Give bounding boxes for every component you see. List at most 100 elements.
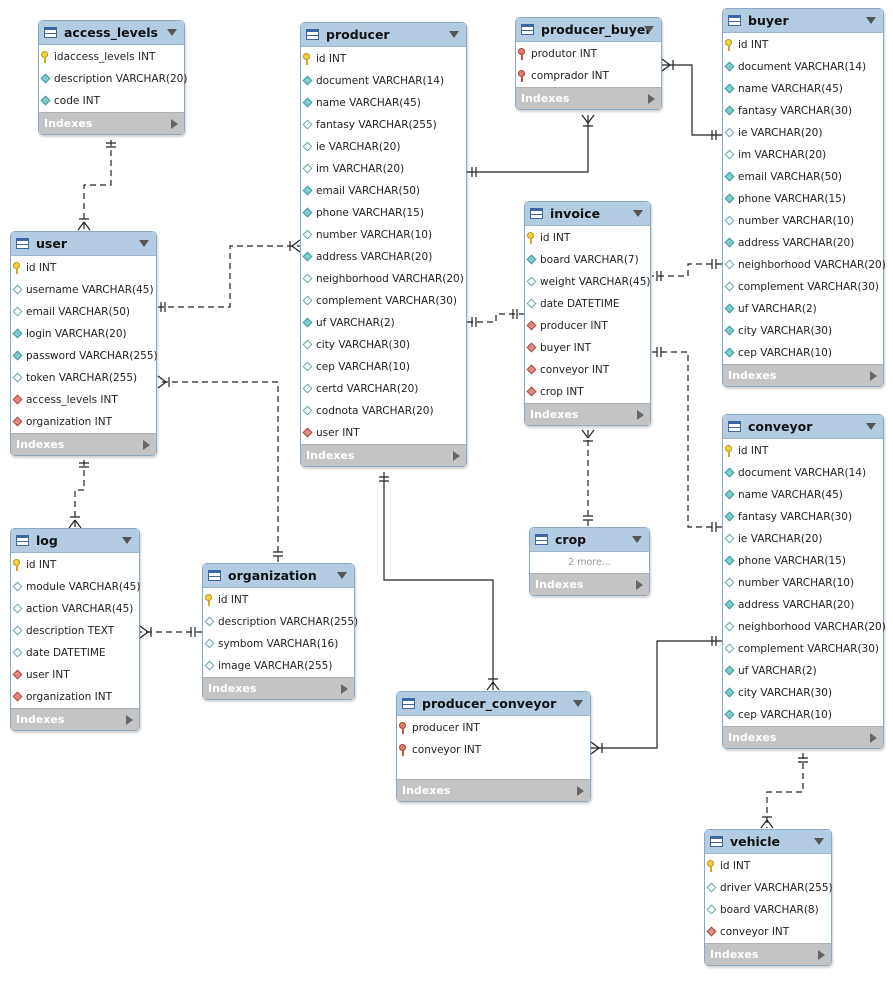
expand-arrow-icon[interactable] xyxy=(341,684,348,694)
column-row[interactable]: name VARCHAR(45) xyxy=(723,78,883,100)
column-row[interactable]: fantasy VARCHAR(30) xyxy=(723,506,883,528)
expand-arrow-icon[interactable] xyxy=(637,410,644,420)
column-row[interactable]: number VARCHAR(10) xyxy=(723,210,883,232)
column-row[interactable]: user INT xyxy=(301,422,466,444)
column-row[interactable]: token VARCHAR(255) xyxy=(11,367,156,389)
column-row[interactable]: uf VARCHAR(2) xyxy=(723,660,883,682)
column-row[interactable]: city VARCHAR(30) xyxy=(301,334,466,356)
expand-arrow-icon[interactable] xyxy=(143,440,150,450)
column-row[interactable]: description TEXT xyxy=(11,620,139,642)
column-row[interactable]: phone VARCHAR(15) xyxy=(723,188,883,210)
column-row[interactable]: conveyor INT xyxy=(525,359,650,381)
collapse-caret-icon[interactable] xyxy=(449,31,459,38)
expand-arrow-icon[interactable] xyxy=(453,451,460,461)
column-row[interactable]: complement VARCHAR(30) xyxy=(301,290,466,312)
column-row[interactable]: fantasy VARCHAR(30) xyxy=(723,100,883,122)
column-row[interactable]: conveyor INT xyxy=(705,921,831,943)
expand-arrow-icon[interactable] xyxy=(648,94,655,104)
column-row[interactable]: password VARCHAR(255) xyxy=(11,345,158,367)
indexes-section[interactable]: Indexes xyxy=(301,444,466,466)
indexes-section[interactable]: Indexes xyxy=(397,779,590,801)
column-row[interactable]: produtor INT xyxy=(516,43,661,65)
column-row[interactable]: symbom VARCHAR(16) xyxy=(203,633,354,655)
column-row[interactable]: board VARCHAR(8) xyxy=(705,899,831,921)
indexes-section[interactable]: Indexes xyxy=(203,677,354,699)
column-row[interactable]: crop INT xyxy=(525,381,650,403)
column-row[interactable]: email VARCHAR(50) xyxy=(723,166,883,188)
column-row[interactable]: certd VARCHAR(20) xyxy=(301,378,466,400)
column-row[interactable]: city VARCHAR(30) xyxy=(723,320,883,342)
table-crop[interactable]: crop 2 more... Indexes xyxy=(529,527,650,596)
table-header[interactable]: crop xyxy=(530,528,649,552)
column-row[interactable]: phone VARCHAR(15) xyxy=(301,202,466,224)
column-row[interactable]: ie VARCHAR(20) xyxy=(723,122,883,144)
column-row[interactable]: number VARCHAR(10) xyxy=(301,224,466,246)
column-row[interactable]: phone VARCHAR(15) xyxy=(723,550,883,572)
collapse-caret-icon[interactable] xyxy=(122,537,132,544)
column-row[interactable]: im VARCHAR(20) xyxy=(723,144,883,166)
table-header[interactable]: vehicle xyxy=(705,830,831,854)
column-row[interactable]: neighborhood VARCHAR(20) xyxy=(723,254,886,276)
table-header[interactable]: producer_buyer xyxy=(516,18,661,42)
column-row[interactable]: action VARCHAR(45) xyxy=(11,598,139,620)
column-row[interactable]: comprador INT xyxy=(516,65,661,87)
table-header[interactable]: buyer xyxy=(723,9,883,33)
table-header[interactable]: producer_conveyor xyxy=(397,692,590,716)
column-row[interactable]: document VARCHAR(14) xyxy=(723,56,883,78)
column-row[interactable]: description VARCHAR(20) xyxy=(39,68,187,90)
indexes-section[interactable]: Indexes xyxy=(723,726,883,748)
column-row[interactable]: date DATETIME xyxy=(11,642,139,664)
column-row[interactable]: producer INT xyxy=(397,717,590,739)
column-row[interactable]: address VARCHAR(20) xyxy=(723,232,883,254)
column-row[interactable]: id INT xyxy=(11,554,139,576)
table-header[interactable]: access_levels xyxy=(39,21,184,45)
table-header[interactable]: producer xyxy=(301,23,466,47)
column-row[interactable]: document VARCHAR(14) xyxy=(301,70,466,92)
table-header[interactable]: invoice xyxy=(525,202,650,226)
column-row[interactable]: id INT xyxy=(705,855,831,877)
column-row[interactable]: neighborhood VARCHAR(20) xyxy=(301,268,466,290)
column-row[interactable]: code INT xyxy=(39,90,184,112)
column-row[interactable]: email VARCHAR(50) xyxy=(301,180,466,202)
column-row[interactable]: weight VARCHAR(45) xyxy=(525,271,650,293)
column-row[interactable]: city VARCHAR(30) xyxy=(723,682,883,704)
column-row[interactable]: complement VARCHAR(30) xyxy=(723,638,883,660)
indexes-section[interactable]: Indexes xyxy=(525,403,650,425)
indexes-section[interactable]: Indexes xyxy=(530,573,649,595)
column-row[interactable]: id INT xyxy=(723,440,883,462)
collapse-caret-icon[interactable] xyxy=(866,423,876,430)
indexes-section[interactable]: Indexes xyxy=(39,112,184,134)
column-row[interactable]: organization INT xyxy=(11,411,156,433)
column-row[interactable]: organization INT xyxy=(11,686,139,708)
expand-arrow-icon[interactable] xyxy=(818,950,825,960)
column-row[interactable]: id INT xyxy=(11,257,156,279)
column-row[interactable]: cep VARCHAR(10) xyxy=(301,356,466,378)
column-row[interactable]: name VARCHAR(45) xyxy=(301,92,466,114)
column-row[interactable]: address VARCHAR(20) xyxy=(723,594,883,616)
collapse-caret-icon[interactable] xyxy=(573,700,583,707)
collapse-caret-icon[interactable] xyxy=(139,240,149,247)
expand-arrow-icon[interactable] xyxy=(870,371,877,381)
column-row[interactable]: id INT xyxy=(203,589,354,611)
column-row[interactable]: id INT xyxy=(723,34,883,56)
column-row[interactable]: producer INT xyxy=(525,315,650,337)
column-row[interactable]: id INT xyxy=(301,48,466,70)
column-row[interactable]: idaccess_levels INT xyxy=(39,46,184,68)
column-row[interactable]: buyer INT xyxy=(525,337,650,359)
column-row[interactable]: board VARCHAR(7) xyxy=(525,249,650,271)
indexes-section[interactable]: Indexes xyxy=(11,433,156,455)
indexes-section[interactable]: Indexes xyxy=(516,87,661,109)
table-header[interactable]: organization xyxy=(203,564,354,588)
collapse-caret-icon[interactable] xyxy=(866,17,876,24)
collapse-caret-icon[interactable] xyxy=(632,536,642,543)
indexes-section[interactable]: Indexes xyxy=(11,708,139,730)
column-row[interactable]: uf VARCHAR(2) xyxy=(723,298,883,320)
